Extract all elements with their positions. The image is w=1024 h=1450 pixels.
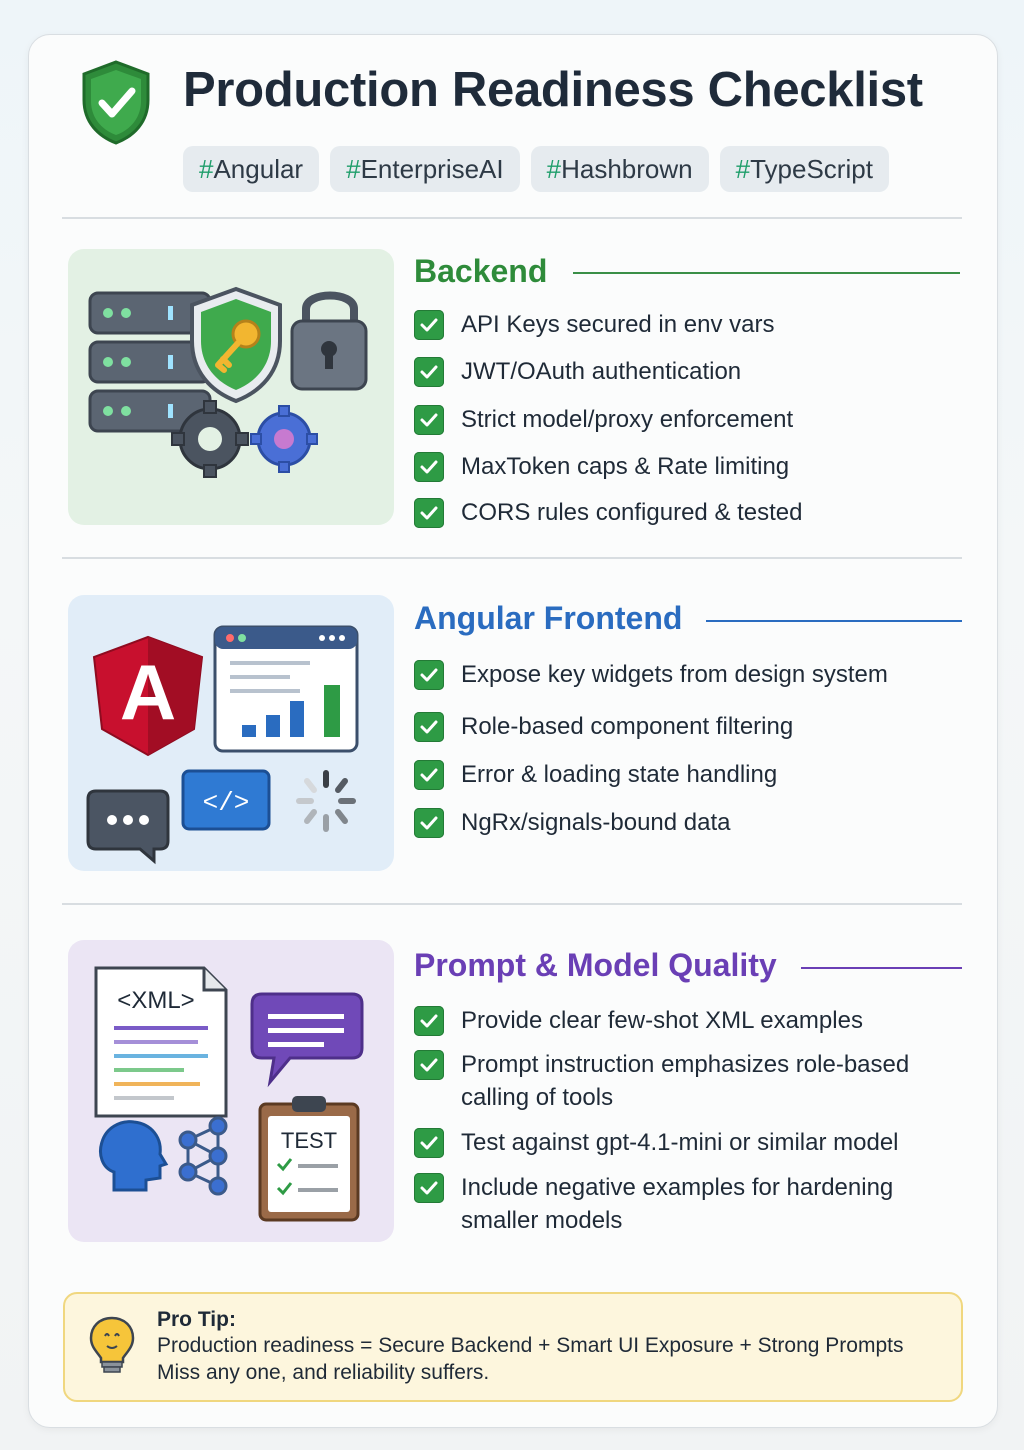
section-title-frontend: Angular Frontend [414,600,683,636]
checklist-item-label: CORS rules configured & tested [461,499,803,526]
check-icon[interactable] [414,310,444,340]
checklist-item-label: Provide clear few-shot XML examples [461,1007,863,1034]
checklist-item[interactable]: Include negative examples for hardening … [414,1173,941,1237]
checklist-item[interactable]: Role-based component filtering [414,712,941,743]
head-icon [99,1120,169,1192]
check-icon[interactable] [414,1006,444,1036]
checklist-item-label: Test against gpt-4.1-mini or similar mod… [461,1129,899,1156]
pro-tip-box: Pro Tip: Production readiness = Secure B… [63,1292,963,1402]
tag-typescript[interactable]: #TypeScript [719,146,889,192]
tag-enterpriseai[interactable]: #EnterpriseAI [330,146,520,192]
check-icon[interactable] [414,712,444,742]
tag-hashbrown[interactable]: #Hashbrown [530,146,709,192]
tip-text-line: Production readiness = Secure Backend + … [157,1334,904,1357]
divider [62,557,962,559]
svg-text:TEST: TEST [281,1128,337,1153]
tip-text-line: Miss any one, and reliability suffers. [157,1361,490,1384]
checklist-item[interactable]: Error & loading state handling [414,760,941,791]
checklist-item-label: Error & loading state handling [461,761,778,788]
loading-spinner-icon [296,770,356,832]
lock-icon [290,291,368,391]
message-bubble-icon [250,992,364,1088]
lightbulb-icon [87,1314,137,1376]
section-divider-line [801,967,962,969]
clipboard-test-icon: TEST [258,1096,360,1222]
dashboard-window-icon [213,625,359,753]
checklist-item[interactable]: MaxToken caps & Rate limiting [414,452,941,483]
tag-angular[interactable]: #Angular [183,146,320,192]
checklist-item[interactable]: Prompt instruction emphasizes role-based… [414,1050,941,1114]
checklist-item-label: API Keys secured in env vars [461,311,775,338]
section-title-prompt: Prompt & Model Quality [414,947,777,983]
check-icon[interactable] [414,405,444,435]
check-icon[interactable] [414,498,444,528]
frontend-illustration: A </> [68,595,394,871]
checklist-item[interactable]: Expose key widgets from design system [414,660,941,691]
checklist-item-label: Include negative examples for hardening … [461,1174,894,1234]
checklist-item[interactable]: Provide clear few-shot XML examples [414,1006,941,1037]
check-icon[interactable] [414,452,444,482]
section-title-backend: Backend [414,253,548,289]
check-icon[interactable] [414,1050,444,1080]
xml-document-icon: <XML> [94,966,228,1118]
checklist-item[interactable]: API Keys secured in env vars [414,310,941,341]
page-title: Production Readiness Checklist [183,63,923,117]
tag-list: #Angular #EnterpriseAI #Hashbrown #TypeS… [183,146,889,192]
shield-check-icon [78,58,154,146]
checklist-item-label: JWT/OAuth authentication [461,358,742,385]
prompt-illustration: <XML> TEST [68,940,394,1242]
checklist-item-label: Role-based component filtering [461,713,794,740]
checklist-item-label: NgRx/signals-bound data [461,809,731,836]
svg-text:<XML>: <XML> [117,987,194,1014]
shield-key-icon [190,286,282,404]
backend-illustration [68,249,394,525]
checklist-item-label: Strict model/proxy enforcement [461,406,794,433]
checklist-item[interactable]: Test against gpt-4.1-mini or similar mod… [414,1128,941,1159]
neural-network-icon [178,1116,228,1196]
checklist-item[interactable]: JWT/OAuth authentication [414,357,941,388]
checklist-item[interactable]: NgRx/signals-bound data [414,808,941,839]
chat-bubble-icon [86,789,170,865]
section-divider-line [706,620,962,622]
check-icon[interactable] [414,760,444,790]
code-icon: </> [181,769,271,831]
svg-text:A: A [120,648,176,736]
checklist-item-label: Expose key widgets from design system [461,661,888,688]
checklist-item-label: Prompt instruction emphasizes role-based… [461,1051,910,1111]
tip-title: Pro Tip: [157,1308,236,1331]
divider [62,217,962,219]
checklist-item-label: MaxToken caps & Rate limiting [461,453,790,480]
checklist-item[interactable]: Strict model/proxy enforcement [414,405,941,436]
check-icon[interactable] [414,1173,444,1203]
check-icon[interactable] [414,808,444,838]
section-divider-line [573,272,960,274]
svg-text:</>: </> [203,788,250,818]
checklist-item[interactable]: CORS rules configured & tested [414,498,941,529]
gear-icon [171,400,318,478]
check-icon[interactable] [414,1128,444,1158]
angular-logo-icon: A [92,635,204,757]
check-icon[interactable] [414,660,444,690]
divider [62,903,962,905]
check-icon[interactable] [414,357,444,387]
